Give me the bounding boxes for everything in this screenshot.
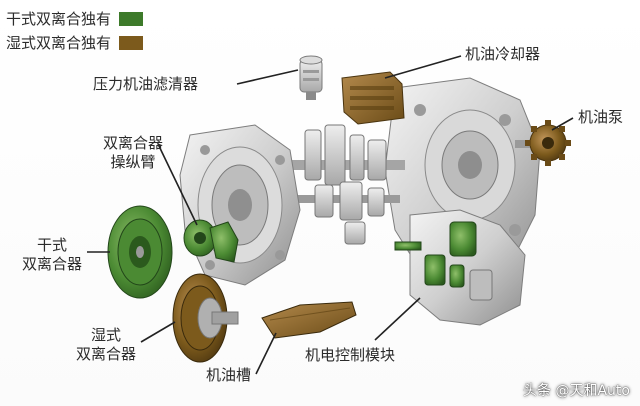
mechatronic-module [394, 209, 526, 326]
wet-dual-clutch [172, 273, 239, 363]
label-clutch-arm: 双离合器 操纵臂 [98, 134, 168, 172]
oil-pump [515, 120, 571, 166]
gear-shafts [285, 124, 405, 245]
label-oil-pump: 机油泵 [578, 108, 624, 126]
label-mechatronics: 机电控制模块 [305, 346, 396, 364]
label-wet-clutch-line1: 湿式 [90, 326, 121, 344]
oil-filter [299, 55, 323, 100]
label-clutch-arm-line2: 操纵臂 [110, 153, 156, 171]
clutch-operating-arm [183, 219, 239, 263]
label-oil-filter: 压力机油滤清器 [93, 75, 199, 93]
label-wet-clutch: 湿式 双离合器 [70, 326, 142, 364]
oil-pan [261, 301, 357, 339]
legend-dry-label: 干式双离合独有 [6, 10, 112, 28]
legend-wet: 湿式双离合独有 [6, 32, 144, 53]
legend-wet-swatch [119, 35, 144, 50]
oil-cooler [341, 71, 405, 125]
label-dry-clutch-line1: 干式 [36, 236, 67, 254]
legend-dry: 干式双离合独有 [6, 8, 144, 29]
label-wet-clutch-line2: 双离合器 [75, 345, 136, 363]
dry-dual-clutch [107, 205, 173, 299]
leader-lines [87, 55, 574, 375]
label-oil-pan: 机油槽 [206, 366, 252, 384]
legend-wet-label: 湿式双离合独有 [6, 34, 112, 52]
bell-housing [179, 124, 301, 286]
label-dry-clutch-line2: 双离合器 [21, 255, 82, 273]
label-clutch-arm-line1: 双离合器 [102, 134, 163, 152]
label-dry-clutch: 干式 双离合器 [16, 236, 88, 274]
legend-dry-swatch [119, 11, 144, 26]
watermark: 头条 @天和Auto [523, 383, 630, 399]
label-oil-cooler: 机油冷却器 [465, 45, 541, 63]
